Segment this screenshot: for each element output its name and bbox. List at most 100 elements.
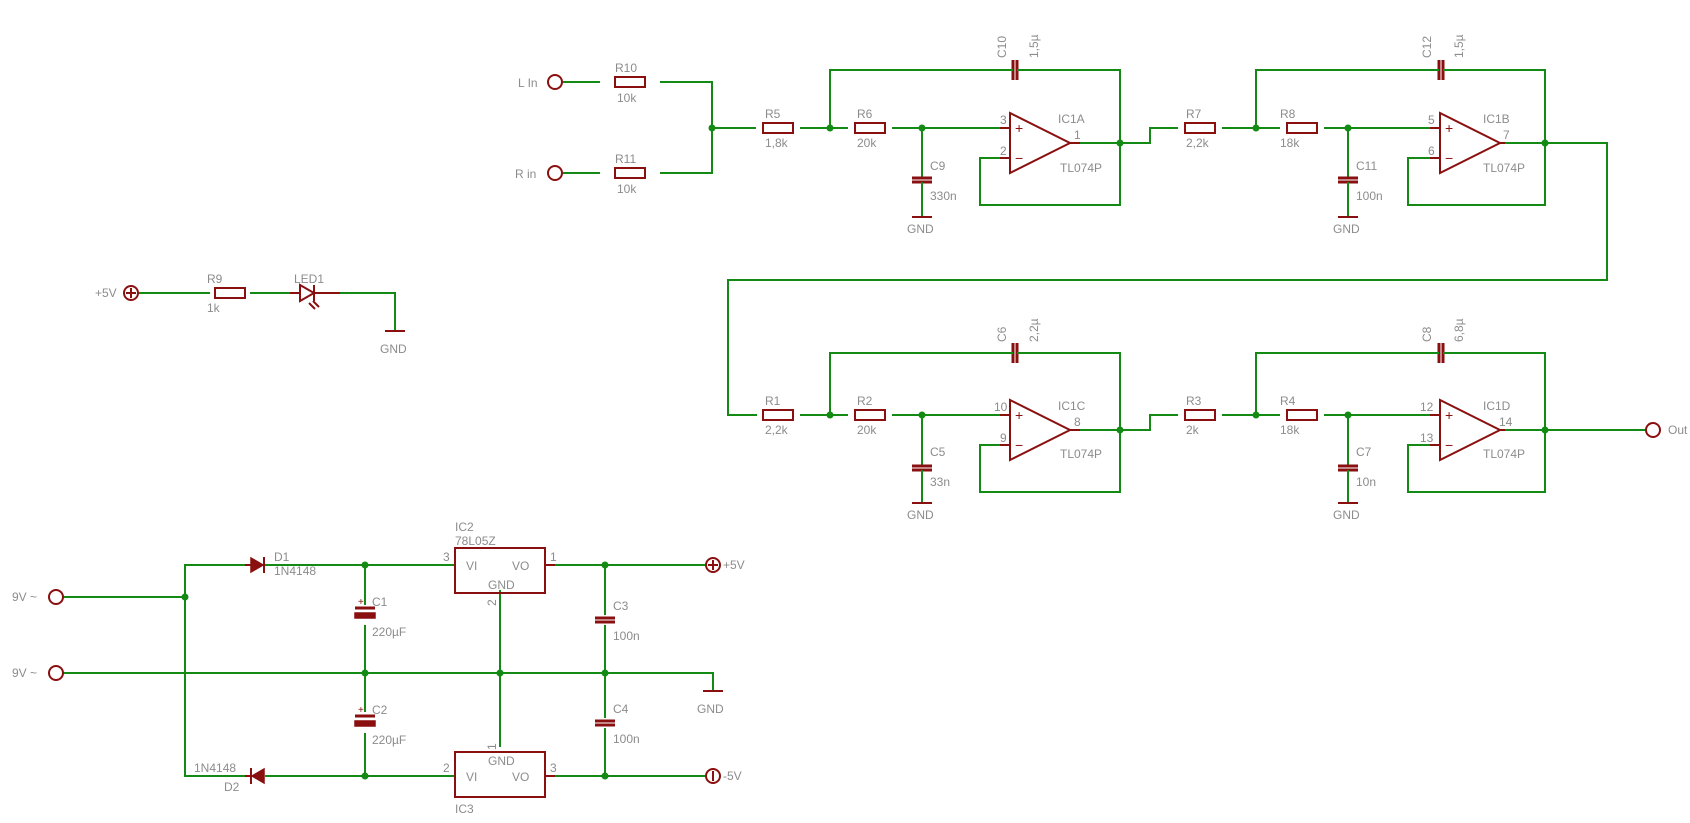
regulator-ic3 [454,751,546,798]
junction [918,124,926,132]
c9-value: 330n [930,189,957,203]
gnd-label: GND [1333,222,1360,236]
r5-value: 1,8k [765,136,789,150]
ic1a-name: IC1A [1058,112,1085,126]
ic1c-pin-minus: 9 [1000,431,1007,445]
minus-5v-output-terminal[interactable] [705,768,721,784]
capacitor-c12 [1437,58,1445,82]
ic1a-pin-minus: 2 [1000,144,1007,158]
resistor-r9 [214,287,246,299]
r6-name: R6 [857,107,873,121]
ac-input-terminal-2[interactable] [48,665,64,681]
r4-value: 18k [1280,423,1300,437]
opamp-ic1a: + − [1000,111,1080,175]
ic2-vo: VO [512,559,529,573]
ic3-name: IC3 [455,802,474,816]
ic2-vi: VI [466,559,477,573]
junction [496,669,504,677]
c7-name: C7 [1356,445,1372,459]
ic2-pin-out: 1 [550,550,557,564]
output-label: Out [1668,423,1688,437]
svg-text:+: + [358,597,364,608]
d2-part: 1N4148 [194,761,236,775]
resistor-r8 [1286,122,1318,134]
svg-text:−: − [1445,437,1453,453]
r11-name: R11 [615,152,636,166]
c6-value: 2,2µ [1027,318,1041,342]
c4-value: 100n [613,732,640,746]
svg-text:+: + [1015,407,1023,423]
ic1b-pin-out: 7 [1503,128,1510,142]
junction [826,124,834,132]
stage-row-2: R1 2,2k R2 20k C6 2,2µ C5 33n GND + − 10… [755,318,1688,522]
c3-name: C3 [613,599,629,613]
ic1b-pin-minus: 6 [1428,144,1435,158]
power-supply-circuit: 9V ~ 9V ~ D1 1N4148 1N4148 D2 + C1 220µF… [12,520,745,816]
ic3-pin-gnd: 1 [485,743,499,750]
gnd-label: GND [907,222,934,236]
gnd-label: GND [1333,508,1360,522]
junction [601,561,609,569]
left-input-terminal[interactable] [547,74,563,90]
r9-name: R9 [207,272,223,286]
led1-name: LED1 [294,272,324,286]
c1-value: 220µF [372,625,406,639]
opamp-ic1c: + − [1000,398,1080,462]
ic1b-name: IC1B [1483,112,1510,126]
svg-text:+: + [1015,120,1023,136]
ic1c-pin-out: 8 [1074,415,1081,429]
junction [826,411,834,419]
r3-name: R3 [1186,394,1202,408]
ic1d-pin-minus: 13 [1420,431,1434,445]
r1-name: R1 [765,394,781,408]
ic2-part: 78L05Z [455,534,496,548]
c10-name: C10 [995,36,1009,58]
c4-name: C4 [613,702,629,716]
d1-name: D1 [274,550,290,564]
right-input-label: R in [515,167,536,181]
capacitor-c2: + [354,705,376,727]
c8-name: C8 [1420,326,1434,342]
left-input-label: L In [518,76,538,90]
r2-value: 20k [857,423,877,437]
r10-value: 10k [617,91,637,105]
plus-5v-terminal [123,285,139,301]
output-terminal[interactable] [1645,422,1661,438]
led-icon [290,283,340,310]
c5-name: C5 [930,445,946,459]
c2-value: 220µF [372,733,406,747]
ic1d-part: TL074P [1483,447,1525,461]
capacitor-c10 [1011,58,1019,82]
svg-text:−: − [1015,437,1023,453]
r9-value: 1k [207,301,221,315]
junction [1116,426,1124,434]
opamp-ic1b: + − [1430,111,1505,175]
ic2-gnd: GND [488,578,515,592]
gnd-label: GND [907,508,934,522]
c1-name: C1 [372,595,388,609]
junction [1344,124,1352,132]
ac-input-label-2: 9V ~ [12,666,37,680]
ic3-pin-in: 2 [443,761,450,775]
ic2-pin-in: 3 [443,550,450,564]
led-indicator-circuit: +5V R9 1k LED1 GND [95,272,407,356]
d1-part: 1N4148 [274,564,316,578]
svg-text:+: + [1445,120,1453,136]
c12-name: C12 [1420,36,1434,58]
junction [708,124,716,132]
resistor-r3 [1184,409,1216,421]
c11-value: 100n [1356,189,1383,203]
right-input-terminal[interactable] [547,165,563,181]
junction [601,669,609,677]
c6-name: C6 [995,326,1009,342]
ic3-vo: VO [512,770,529,784]
junction [1541,139,1549,147]
ac-input-label-1: 9V ~ [12,590,37,604]
c10-value: 1,5µ [1027,34,1041,58]
ac-input-terminal-1[interactable] [48,589,64,605]
junction [1541,426,1549,434]
junction [1252,124,1260,132]
plus-5v-output-terminal[interactable] [705,557,721,573]
capacitor-c8 [1437,341,1445,365]
r11-value: 10k [617,182,637,196]
